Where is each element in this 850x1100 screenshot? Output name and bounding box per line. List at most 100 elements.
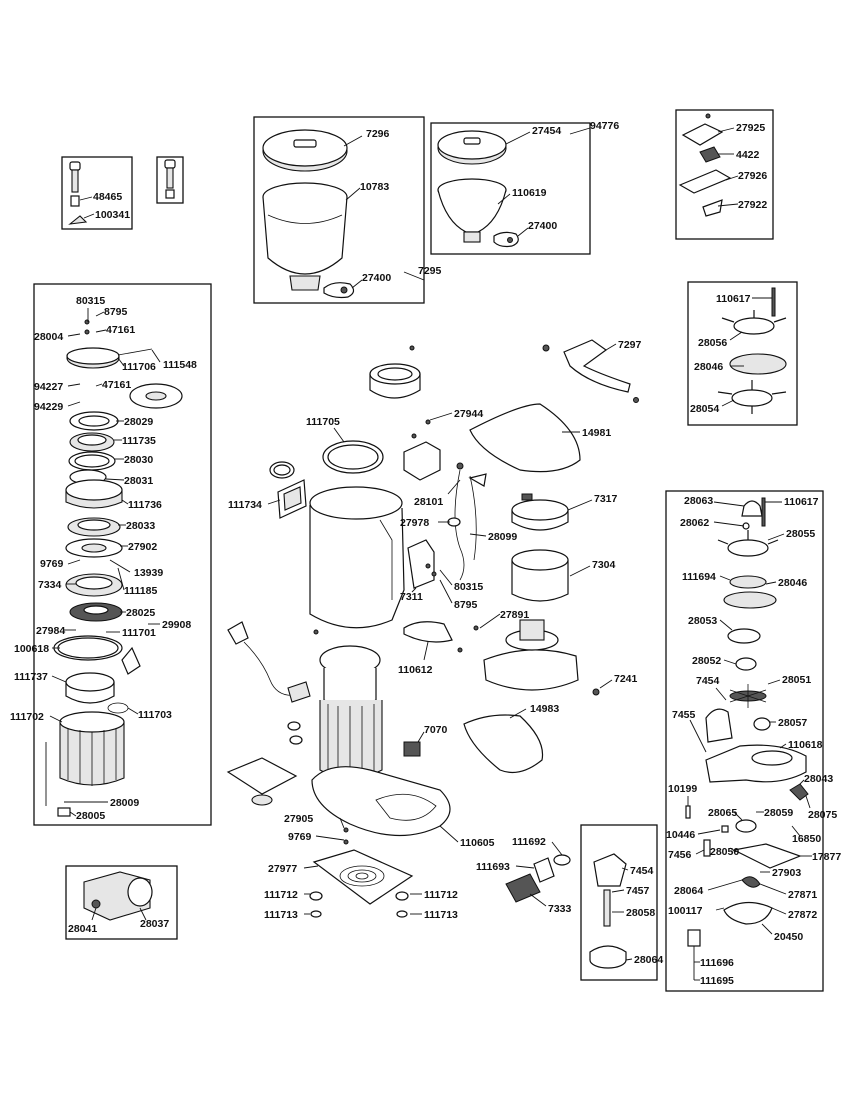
label-4422: 4422 xyxy=(736,149,760,161)
small-hopper-gate xyxy=(493,231,519,248)
label-7296: 7296 xyxy=(366,128,390,140)
band-ring xyxy=(511,493,569,531)
label-28063: 28063 xyxy=(684,495,713,507)
label-28031: 28031 xyxy=(124,475,153,487)
label-28050: 28050 xyxy=(710,846,739,858)
label-28030: 28030 xyxy=(124,454,153,466)
part-illustrations xyxy=(45,113,809,969)
label-47161b: 47161 xyxy=(102,379,131,391)
label-27905: 27905 xyxy=(284,813,313,825)
burr-carrier xyxy=(473,619,579,691)
label-27978: 27978 xyxy=(400,517,429,529)
label-16850: 16850 xyxy=(792,833,821,845)
label-14983: 14983 xyxy=(530,703,559,715)
label-110617a: 110617 xyxy=(716,293,751,305)
label-28009: 28009 xyxy=(110,797,139,809)
label-111734: 111734 xyxy=(228,499,262,511)
label-111703: 111703 xyxy=(138,709,172,721)
label-111692: 111692 xyxy=(512,836,546,848)
label-48465: 48465 xyxy=(93,191,122,203)
hopper-box xyxy=(253,116,425,304)
impeller-parts xyxy=(717,287,787,414)
label-94776: 94776 xyxy=(590,120,619,132)
label-111702: 111702 xyxy=(10,711,44,723)
label-110612: 110612 xyxy=(398,664,433,676)
motor-assembly-box xyxy=(33,283,212,826)
body-gasket xyxy=(322,440,384,474)
label-111695: 111695 xyxy=(700,975,734,987)
label-111713b: 111713 xyxy=(424,909,458,921)
hopper xyxy=(262,182,348,291)
label-29908: 29908 xyxy=(162,619,191,631)
clamp xyxy=(403,621,463,653)
group-boxes xyxy=(33,109,824,992)
start-motor-box xyxy=(65,865,178,940)
label-7333: 7333 xyxy=(548,903,572,915)
label-94227: 94227 xyxy=(34,381,63,393)
label-7457: 7457 xyxy=(626,885,650,897)
label-27925: 27925 xyxy=(736,122,765,134)
label-14981: 14981 xyxy=(582,427,611,439)
label-110617b: 110617 xyxy=(784,496,819,508)
label-28029: 28029 xyxy=(124,416,153,428)
label-8795b: 8795 xyxy=(454,599,478,611)
label-27872: 27872 xyxy=(788,909,817,921)
mount-plate xyxy=(226,757,298,806)
label-100618: 100618 xyxy=(14,643,49,655)
label-28046b: 28046 xyxy=(778,577,807,589)
side-panel xyxy=(277,479,307,519)
label-28075: 28075 xyxy=(808,809,837,821)
label-110619: 110619 xyxy=(512,187,547,199)
spout xyxy=(542,339,639,403)
label-111185: 111185 xyxy=(124,585,157,597)
label-111694: 111694 xyxy=(682,571,716,583)
leader-lines xyxy=(49,127,812,981)
label-111713a: 111713 xyxy=(264,909,298,921)
label-110618: 110618 xyxy=(788,739,823,751)
label-7454b: 7454 xyxy=(696,675,720,687)
relay-group xyxy=(505,854,571,903)
label-111712b: 111712 xyxy=(424,889,458,901)
label-111696: 111696 xyxy=(700,957,734,969)
label-100341: 100341 xyxy=(95,209,130,221)
label-28033: 28033 xyxy=(126,520,155,532)
grind-cover xyxy=(469,403,581,473)
label-28055: 28055 xyxy=(786,528,815,540)
label-28065: 28065 xyxy=(708,807,737,819)
label-10199: 10199 xyxy=(668,783,697,795)
label-17877: 17877 xyxy=(812,851,841,863)
label-8795a: 8795 xyxy=(104,306,128,318)
label-28099: 28099 xyxy=(488,531,517,543)
upper-ring xyxy=(369,345,421,399)
screw-7241 xyxy=(592,688,600,696)
label-28025: 28025 xyxy=(126,607,155,619)
label-111736: 111736 xyxy=(128,499,162,511)
label-7297: 7297 xyxy=(618,339,642,351)
label-7317: 7317 xyxy=(594,493,618,505)
burr-assembly-box xyxy=(665,490,824,992)
switch-assembly xyxy=(678,113,732,217)
label-28051: 28051 xyxy=(782,674,811,686)
cord xyxy=(447,462,487,581)
label-111735: 111735 xyxy=(122,435,156,447)
motor-stack xyxy=(45,319,183,817)
toggle-switch xyxy=(407,539,437,589)
label-28058: 28058 xyxy=(626,907,655,919)
label-27944: 27944 xyxy=(454,408,483,420)
label-27454: 27454 xyxy=(532,125,561,137)
burr-cylinder xyxy=(511,549,569,602)
label-111693: 111693 xyxy=(476,861,510,873)
label-7304: 7304 xyxy=(592,559,616,571)
switch-bracket xyxy=(403,419,441,481)
label-28005: 28005 xyxy=(76,810,105,822)
label-13939: 13939 xyxy=(134,567,163,579)
label-7241: 7241 xyxy=(614,673,638,685)
label-27891: 27891 xyxy=(500,609,529,621)
label-9769a: 9769 xyxy=(40,558,64,570)
label-111712a: 111712 xyxy=(264,889,298,901)
screw-and-key xyxy=(68,161,88,225)
label-27400b: 27400 xyxy=(528,220,557,232)
label-80315a: 80315 xyxy=(76,295,105,307)
label-111705: 111705 xyxy=(306,416,340,428)
